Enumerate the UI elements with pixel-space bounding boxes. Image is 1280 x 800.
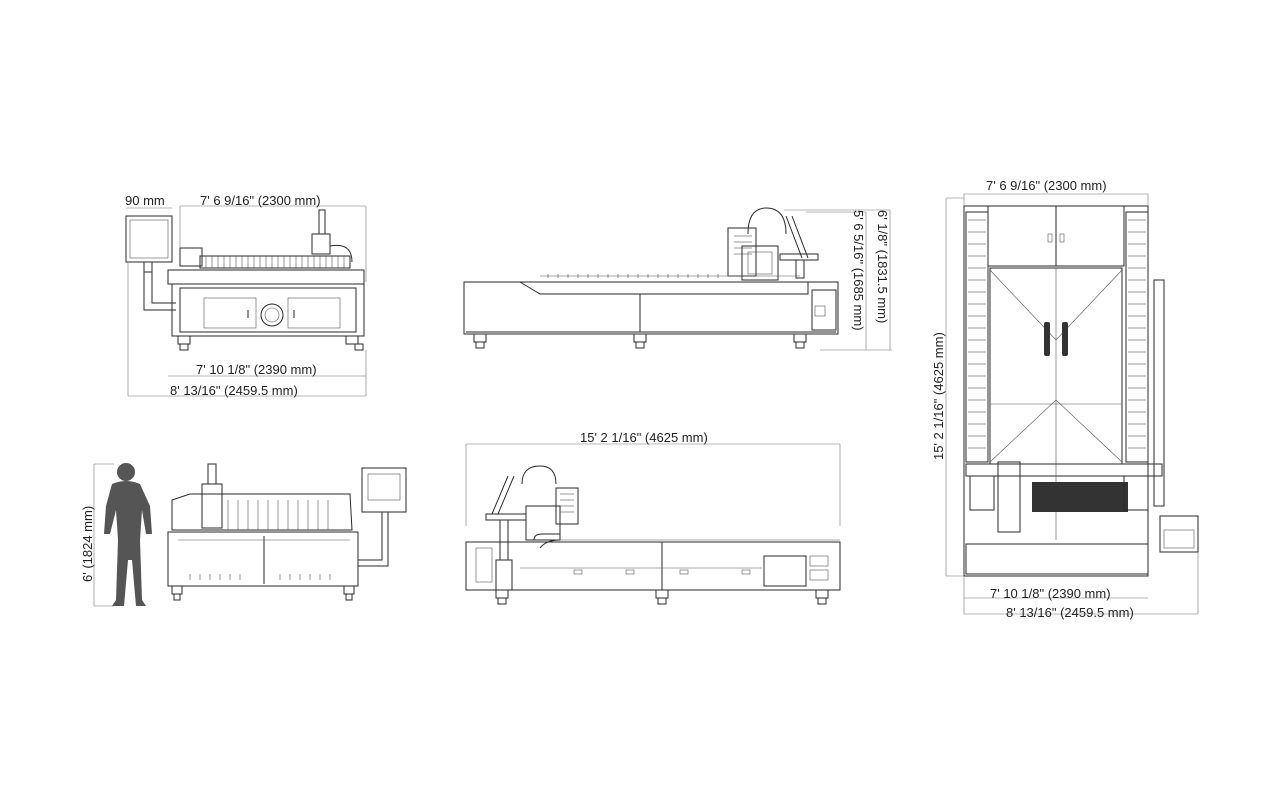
person-silhouette: [104, 463, 152, 606]
top-overall-width-label: 8' 13/16" (2459.5 mm): [1006, 605, 1134, 620]
top-length-label: 15' 2 1/16" (4625 mm): [931, 332, 946, 460]
top-width-label: 7' 6 9/16" (2300 mm): [986, 178, 1107, 193]
top-base-width-label: 7' 10 1/8" (2390 mm): [990, 586, 1111, 601]
side-view: 6' 1/8" (1831.5 mm) 5' 6 5/16" (1685 mm): [463, 207, 892, 351]
scale-person-view: 6' (1824 mm): [80, 463, 407, 607]
front-view: 90 mm 7' 6 9/16" (2300 mm) 7' 10 1/8" (2…: [125, 193, 367, 398]
side-height-label: 5' 6 5/16" (1685 mm): [851, 210, 866, 331]
front-width-label: 7' 6 9/16" (2300 mm): [200, 193, 321, 208]
side-view-reverse: 15' 2 1/16" (4625 mm): [465, 430, 841, 605]
front-base-width-label: 7' 10 1/8" (2390 mm): [196, 362, 317, 377]
side-length-label: 15' 2 1/16" (4625 mm): [580, 430, 708, 445]
panel-offset-label: 90 mm: [125, 193, 165, 208]
front-overall-width-label: 8' 13/16" (2459.5 mm): [170, 383, 298, 398]
person-height-label: 6' (1824 mm): [80, 506, 95, 582]
top-view: 7' 6 9/16" (2300 mm) 15' 2 1/16" (4625 m…: [931, 178, 1199, 620]
side-height-overall-label: 6' 1/8" (1831.5 mm): [875, 210, 890, 323]
